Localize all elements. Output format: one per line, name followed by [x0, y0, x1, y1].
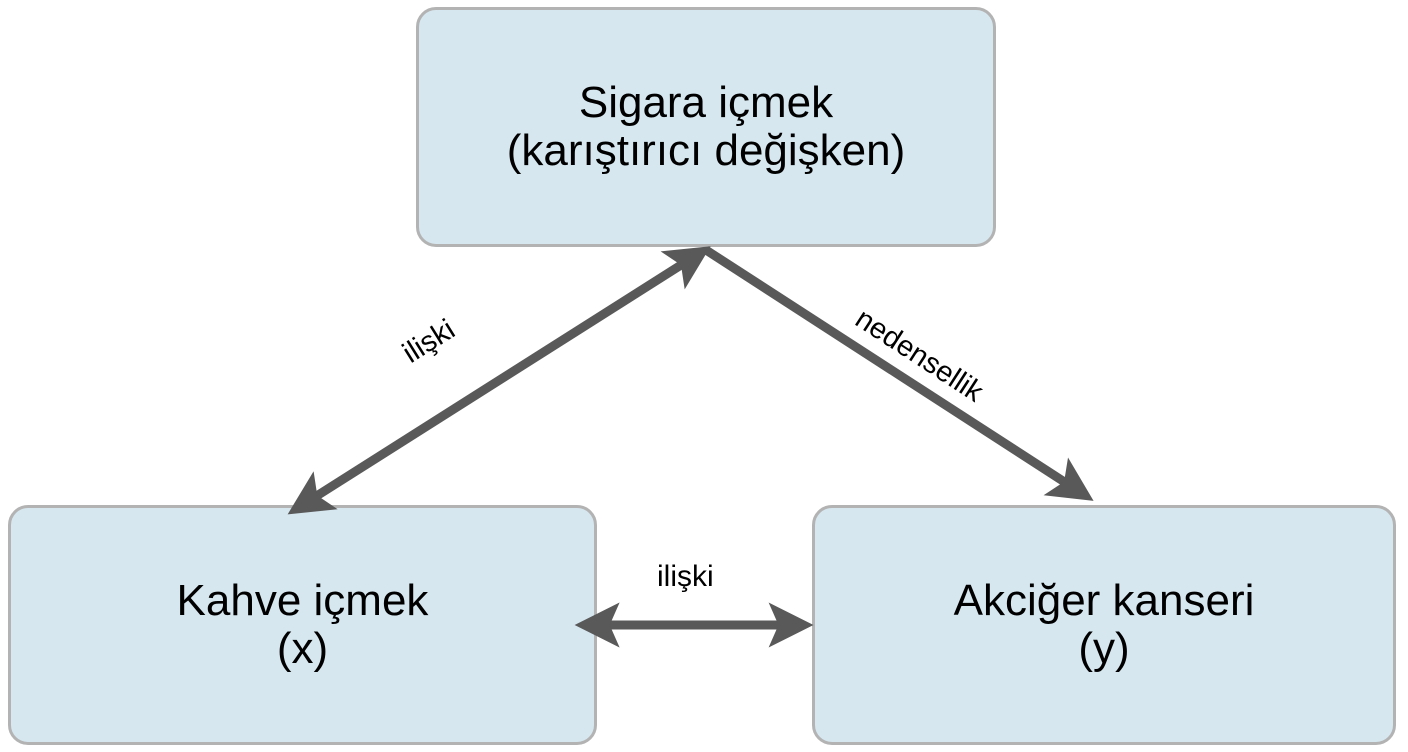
edge-confounder-y-arrow: [703, 246, 1094, 501]
node-y-line1: Akciğer kanseri: [953, 575, 1255, 625]
node-y[interactable]: Akciğer kanseri (y): [812, 505, 1396, 745]
node-confounder-line1: Sigara içmek: [578, 77, 834, 127]
node-confounder-line2: (karıştırıcı değişken): [506, 126, 906, 175]
node-confounder[interactable]: Sigara içmek (karıştırıcı değişken): [416, 7, 996, 247]
node-x-line2: (x): [276, 624, 329, 673]
node-y-line2: (y): [1078, 624, 1130, 673]
node-x-line1: Kahve içmek: [176, 575, 429, 625]
edge-x-confounder-arrow: [287, 246, 711, 515]
edge-label-x-y: ilişki: [657, 560, 714, 593]
